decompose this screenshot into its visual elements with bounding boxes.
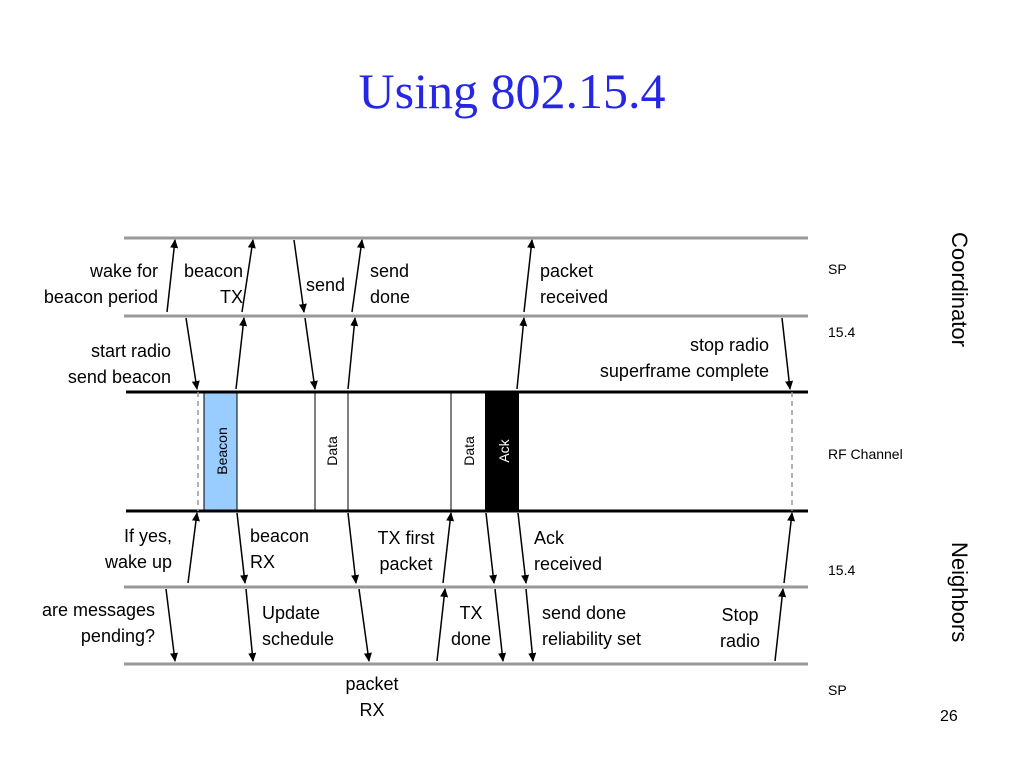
layer-sp-top: SP — [828, 261, 847, 277]
arrow-beacon-rx — [236, 512, 249, 584]
page-title: Using 802.15.4 — [358, 63, 666, 119]
label-send: send — [306, 275, 346, 295]
arrow-tx-done-down — [494, 588, 507, 662]
arrow-ack-received-1 — [485, 512, 498, 584]
arrow-tx-done-up — [436, 588, 449, 662]
arrow-update-schedule — [245, 588, 257, 662]
arrow-stop-radio-up — [774, 588, 787, 662]
arrow-packet-received — [523, 239, 536, 313]
arrow-beacon-up — [235, 317, 248, 390]
arrow-stop-radio — [781, 317, 794, 390]
page-number: 26 — [940, 708, 958, 725]
arrow-start-radio — [185, 317, 200, 390]
role-neighbors: Neighbors — [947, 542, 972, 643]
data-frame-1-label: Data — [324, 436, 340, 466]
arrow-send-down — [304, 317, 318, 390]
arrow-are-messages — [165, 588, 178, 662]
arrow-ack-up — [516, 317, 528, 390]
layer-rf: RF Channel — [828, 446, 903, 462]
arrow-wake-up — [166, 239, 179, 313]
arrow-if-yes — [187, 512, 200, 584]
arrow-ack-received-2 — [517, 512, 530, 584]
event-arrows — [165, 239, 796, 662]
ack-frame — [485, 392, 519, 511]
arrow-send — [293, 239, 307, 313]
arrow-tx-first — [347, 512, 360, 584]
ack-frame-label: Ack — [496, 438, 512, 462]
arrow-packet-rx — [358, 588, 372, 662]
layer-sp-bottom: SP — [828, 682, 847, 698]
arrow-tx-first-up — [442, 512, 455, 584]
data-frame-2-label: Data — [461, 436, 477, 466]
layer-ieee-top: 15.4 — [828, 324, 856, 340]
label-if-yes: If yes,wake up — [104, 526, 172, 572]
layer-ieee-bottom: 15.4 — [828, 562, 856, 578]
beacon-frame — [203, 392, 238, 511]
arrow-send-done-up — [347, 317, 359, 390]
arrow-beacon-tx — [241, 239, 256, 313]
arrow-send-done — [351, 239, 365, 313]
arrow-send-done-rel — [525, 588, 537, 662]
arrow-stop-radio-n — [783, 512, 796, 584]
role-coordinator: Coordinator — [947, 232, 972, 347]
beacon-frame-label: Beacon — [214, 427, 230, 474]
